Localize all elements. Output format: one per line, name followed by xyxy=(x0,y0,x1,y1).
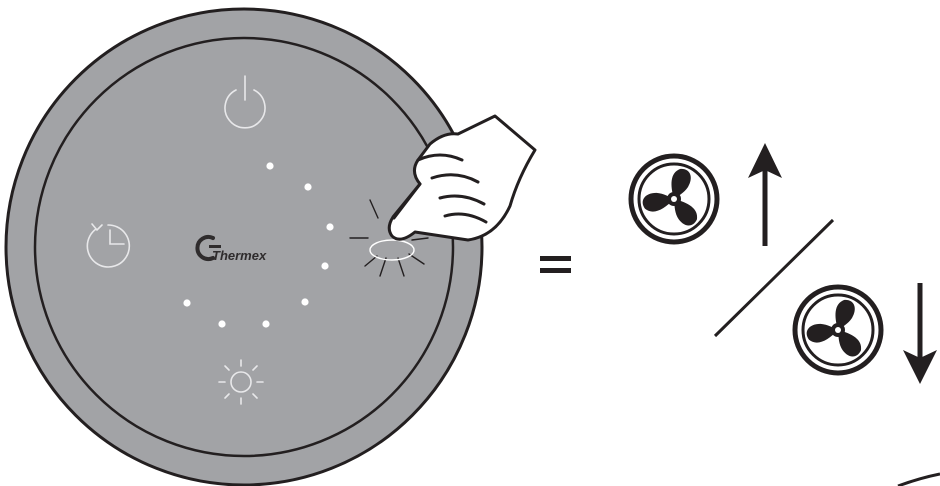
indicator-dot xyxy=(321,262,328,269)
indicator-dot xyxy=(326,223,333,230)
indicator-dot xyxy=(266,162,273,169)
indicator-dot xyxy=(183,299,190,306)
fan-icon xyxy=(795,287,881,373)
fan-speed-down xyxy=(795,283,937,384)
arrow-up-icon xyxy=(748,143,782,246)
fan-speed-up xyxy=(631,143,782,246)
fan-icon xyxy=(631,156,717,242)
arrow-down-icon xyxy=(903,283,937,384)
indicator-dot xyxy=(301,298,308,305)
indicator-dot xyxy=(262,320,269,327)
indicator-dot xyxy=(304,183,311,190)
equals-sign xyxy=(540,256,571,273)
indicator-dot xyxy=(218,320,225,327)
brand-name: Thermex xyxy=(212,248,267,263)
panel-outer-ring xyxy=(6,9,482,485)
control-panel xyxy=(6,9,482,485)
partial-curve xyxy=(898,474,940,486)
